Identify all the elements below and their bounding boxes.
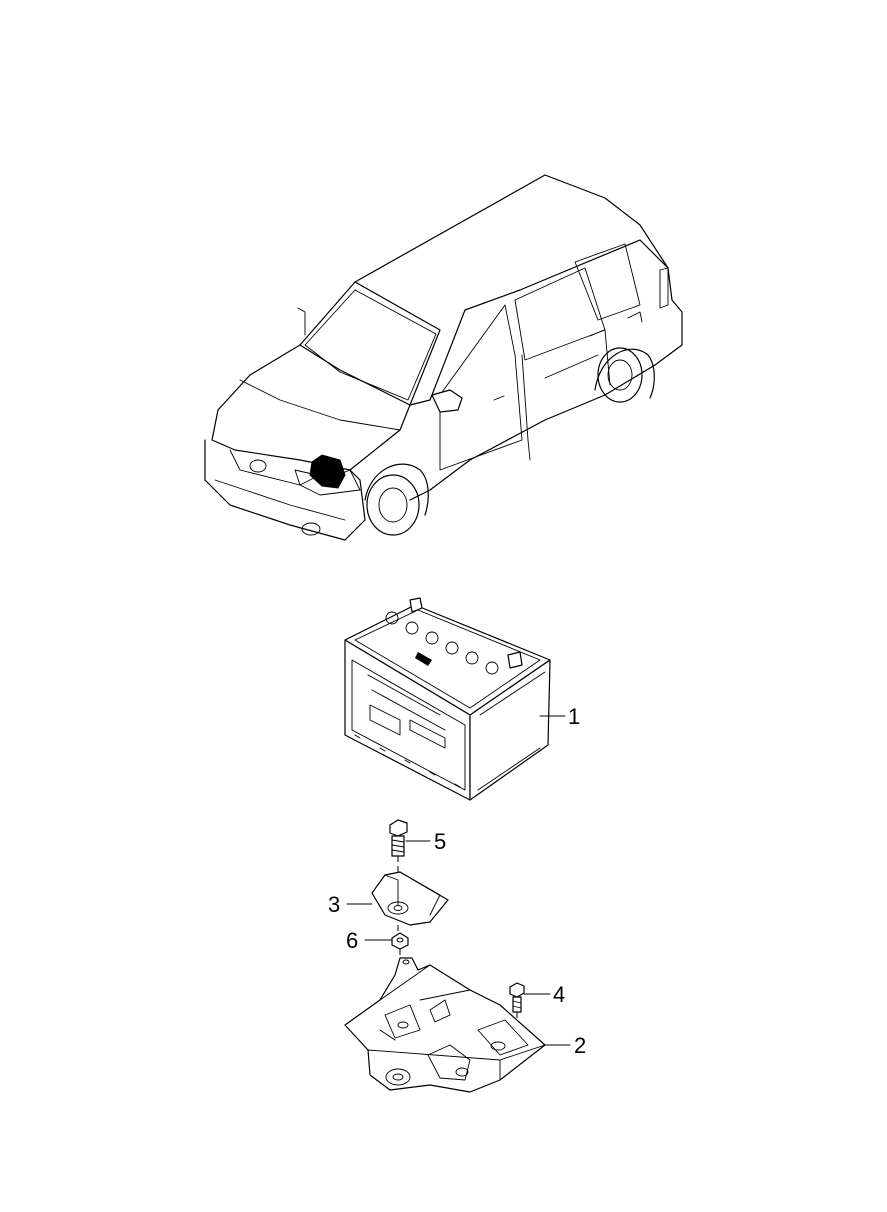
part-number-5: 5 xyxy=(434,829,446,854)
minivan-icon xyxy=(204,174,683,541)
battery-clamp xyxy=(371,871,449,926)
tray-bolt xyxy=(509,982,525,1030)
part-number-4: 4 xyxy=(553,982,565,1007)
part-number-2: 2 xyxy=(574,1033,586,1058)
nut xyxy=(391,932,409,950)
clamp-bolt xyxy=(389,819,408,857)
battery-tray xyxy=(344,957,546,1093)
battery-location-marker xyxy=(309,454,346,489)
part-number-1: 1 xyxy=(568,704,580,729)
part-number-3: 3 xyxy=(328,892,340,917)
part-number-6: 6 xyxy=(346,928,358,953)
battery xyxy=(344,597,551,801)
